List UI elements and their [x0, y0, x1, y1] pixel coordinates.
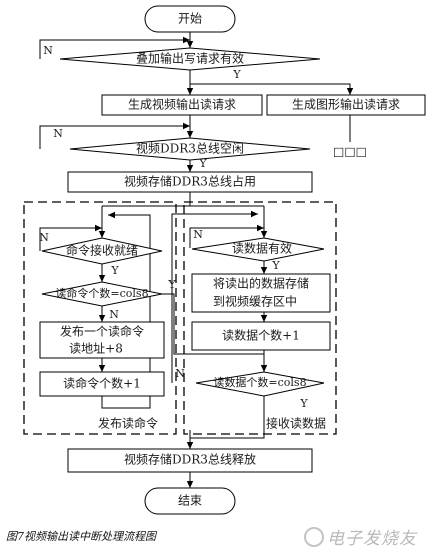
ddr3-release-label: 视频存储DDR3总线释放: [124, 452, 256, 467]
cmd-count-inc-process: [39, 371, 165, 397]
start-terminal: [144, 5, 236, 33]
cmd-count-label: 读命令个数=cols8: [55, 286, 148, 300]
connector: [190, 396, 265, 439]
read-valid-no-label: N: [193, 228, 203, 241]
receive-group-label: 接收读数据: [266, 416, 326, 431]
store-data-process: [191, 273, 331, 313]
ddr3-release-process: [67, 448, 313, 473]
loop-back-connector: [101, 211, 151, 409]
ddr3-idle-no-label: N: [53, 127, 63, 140]
data-count-label: 读数据个数=cols8: [213, 375, 306, 389]
overlay-no-label: N: [43, 44, 53, 57]
data-count-inc-process: [191, 321, 331, 351]
no-loop-connector: [39, 224, 102, 251]
ddr3-idle-label: 视频DDR3总线空闲: [136, 141, 244, 156]
ddr3-occupy-process: [67, 171, 313, 193]
cmd-ready-yes-label: Y: [110, 264, 119, 277]
gen-graphic-read-process: [266, 94, 426, 116]
start-label: 开始: [178, 12, 202, 26]
watermark-logo-icon: [304, 527, 324, 547]
overlay-valid-decision: [59, 47, 321, 71]
data-count-decision: [195, 371, 325, 397]
no-loop-connector: [189, 224, 264, 248]
read-valid-yes-label: Y: [271, 259, 280, 272]
cmd-count-decision: [41, 281, 163, 307]
no-loop-connector: [171, 210, 258, 383]
store-data-label-2: 到视频缓存区中: [213, 294, 297, 309]
data-count-no-label: N: [175, 367, 185, 380]
cmd-ready-no-label: N: [39, 231, 49, 244]
cmd-ready-label: 命令接收就绪: [66, 243, 138, 258]
receive-group-frame: [183, 201, 337, 435]
connector: [190, 83, 354, 95]
figure-caption: 图7视频输出读中断处理流程图: [6, 530, 156, 543]
overlay-yes-label: Y: [232, 68, 241, 81]
connector: [162, 293, 268, 372]
data-count-yes-label: Y: [299, 397, 308, 410]
cmd-count-inc-label: 读命令个数+1: [63, 376, 141, 391]
ddr3-idle-decision: [69, 137, 311, 161]
cmd-count-yes-label: Y: [167, 278, 176, 291]
read-valid-label: 读数据有效: [232, 241, 292, 256]
issue-group-frame: [23, 201, 177, 435]
gen-video-read-label: 生成视频输出读请求: [128, 97, 236, 112]
gen-video-read-process: [101, 94, 263, 116]
end-label: 结束: [178, 494, 202, 508]
issue-cmd-process: [39, 321, 165, 359]
cmd-count-no-label: N: [109, 308, 119, 321]
issue-cmd-label-2: 读地址+8: [69, 342, 123, 356]
read-valid-decision: [191, 237, 325, 262]
data-count-inc-label: 读数据个数+1: [222, 328, 300, 343]
issue-group-label: 发布读命令: [98, 416, 158, 431]
gen-graphic-read-label: 生成图形输出读请求: [292, 97, 400, 112]
issue-cmd-label-1: 发布一个读命令: [60, 324, 144, 339]
ddr3-occupy-label: 视频存储DDR3总线占用: [124, 174, 256, 189]
watermark-text: 电子发烧友: [327, 529, 417, 549]
cmd-ready-decision: [41, 237, 163, 265]
no-loop-connector: [39, 36, 190, 59]
ddr3-idle-yes-label: Y: [198, 157, 207, 170]
graphic-continue-label: □□□: [333, 145, 367, 159]
no-loop-connector: [39, 122, 190, 149]
overlay-valid-label: 叠加输出写请求有效: [136, 51, 244, 66]
end-terminal: [144, 487, 236, 515]
store-data-label-1: 将读出的数据存储: [213, 276, 309, 291]
watermark: 电子发烧友: [304, 524, 417, 549]
